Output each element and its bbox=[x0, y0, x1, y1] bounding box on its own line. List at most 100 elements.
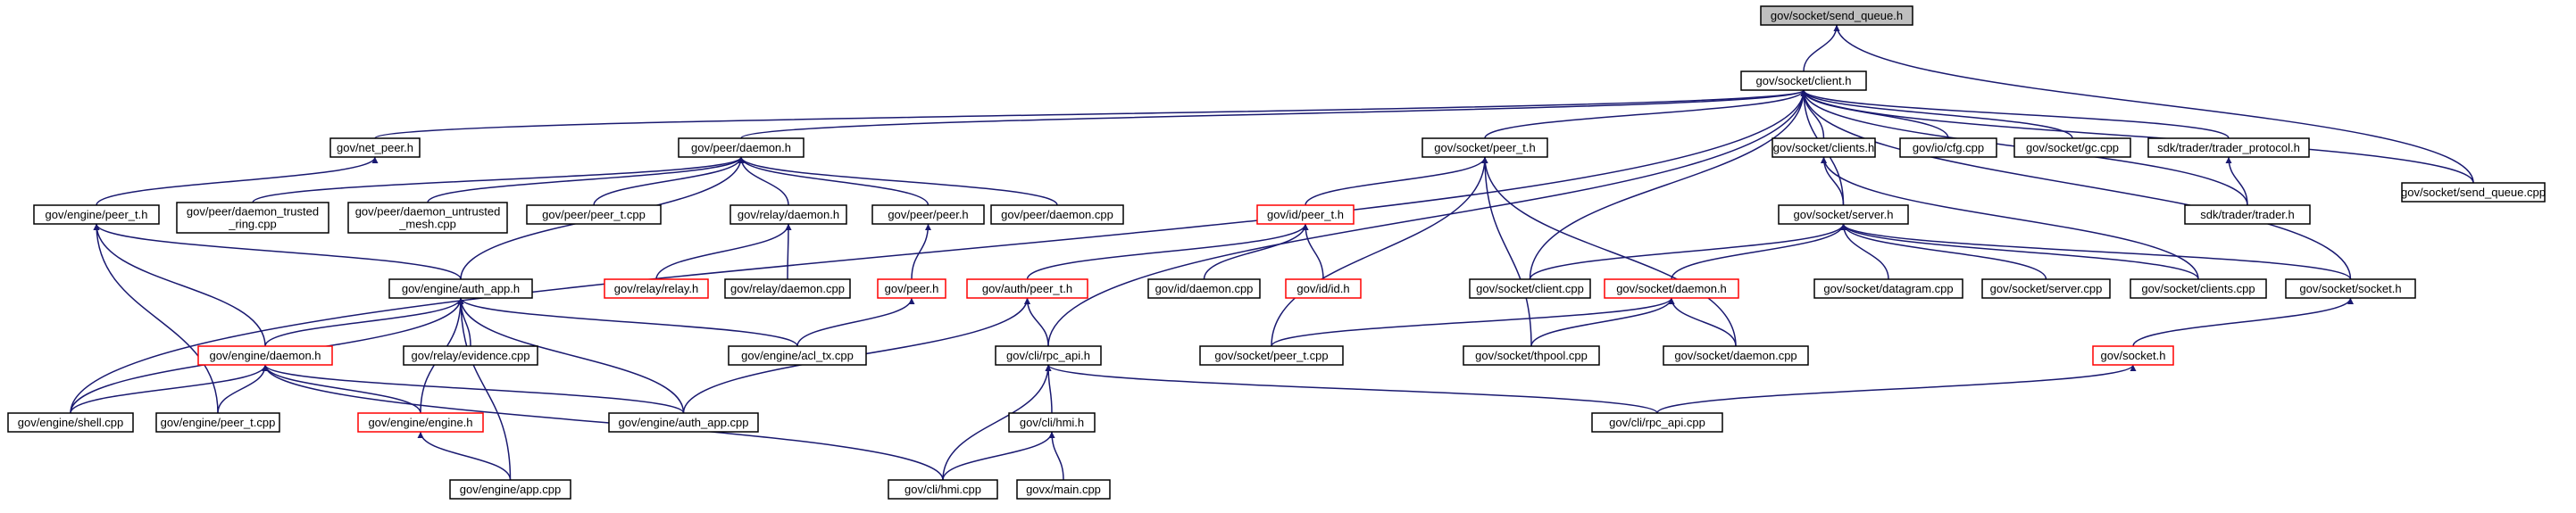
include-edge bbox=[262, 364, 944, 481]
include-edge bbox=[1800, 89, 2352, 280]
file-node[interactable]: gov/id/peer_t.h bbox=[1256, 204, 1355, 225]
file-node[interactable]: sdk/trader/trader_protocol.h bbox=[2147, 137, 2310, 158]
file-node[interactable]: govx/main.cpp bbox=[1016, 479, 1111, 500]
file-node[interactable]: gov/auth/peer_t.h bbox=[966, 278, 1088, 299]
file-node[interactable]: gov/socket/server.h bbox=[1778, 204, 1909, 225]
file-node[interactable]: gov/engine/shell.cpp bbox=[7, 412, 134, 433]
file-node[interactable]: gov/socket/clients.h bbox=[1772, 137, 1876, 158]
include-edge bbox=[1800, 89, 2073, 139]
file-node[interactable]: gov/engine/acl_tx.cpp bbox=[728, 345, 867, 366]
file-node[interactable]: gov/peer/daemon_untrusted_mesh.cpp bbox=[347, 202, 508, 234]
node-box bbox=[2285, 278, 2416, 299]
include-edge bbox=[796, 297, 915, 347]
include-edge bbox=[738, 156, 930, 206]
file-node[interactable]: gov/socket/socket.h bbox=[2285, 278, 2416, 299]
file-node[interactable]: gov/engine/peer_t.cpp bbox=[155, 412, 280, 433]
file-node[interactable]: gov/id/id.h bbox=[1285, 278, 1362, 299]
node-box bbox=[995, 345, 1102, 366]
node-box bbox=[1285, 278, 1362, 299]
file-node[interactable]: gov/engine/engine.h bbox=[357, 412, 484, 433]
include-edge bbox=[911, 223, 931, 280]
file-node[interactable]: gov/io/cfg.cpp bbox=[1899, 137, 1997, 158]
node-label: gov/relay/daemon.cpp bbox=[730, 282, 845, 295]
include-edge bbox=[1671, 223, 1847, 280]
edges-layer bbox=[70, 24, 2474, 481]
node-label: gov/engine/auth_app.h bbox=[402, 282, 520, 295]
file-node[interactable]: gov/engine/auth_app.h bbox=[388, 278, 533, 299]
node-box bbox=[990, 204, 1124, 225]
node-label: _mesh.cpp bbox=[398, 218, 456, 231]
file-node[interactable]: gov/relay/daemon.cpp bbox=[724, 278, 851, 299]
file-node[interactable]: gov/peer/daemon.h bbox=[678, 137, 804, 158]
file-node[interactable]: gov/net_peer.h bbox=[329, 137, 421, 158]
include-edge bbox=[1271, 156, 1488, 347]
file-node[interactable]: gov/socket/client.h bbox=[1740, 70, 1867, 91]
file-node[interactable]: gov/socket/server.cpp bbox=[1981, 278, 2111, 299]
node-label: gov/socket/thpool.cpp bbox=[1475, 349, 1588, 362]
file-node[interactable]: gov/socket/send_queue.cpp bbox=[2401, 182, 2546, 203]
include-edge bbox=[1840, 223, 2199, 280]
file-node[interactable]: gov/socket/peer_t.h bbox=[1421, 137, 1548, 158]
node-box bbox=[1463, 345, 1600, 366]
include-edge bbox=[740, 89, 1807, 139]
node-label: gov/relay/daemon.h bbox=[738, 208, 839, 221]
include-edge bbox=[942, 364, 1052, 481]
include-edge bbox=[1800, 89, 1949, 139]
include-edge bbox=[427, 156, 745, 203]
include-edge bbox=[1045, 364, 1658, 414]
file-node[interactable]: gov/cli/rpc_api.cpp bbox=[1591, 412, 1723, 433]
include-edge bbox=[1530, 297, 1675, 347]
file-node[interactable]: gov/socket/daemon.cpp bbox=[1663, 345, 1809, 366]
node-box bbox=[1899, 137, 1997, 158]
node-box bbox=[197, 345, 333, 366]
node-box bbox=[2130, 278, 2267, 299]
file-node[interactable]: gov/relay/daemon.h bbox=[729, 204, 847, 225]
node-box bbox=[604, 278, 709, 299]
file-node[interactable]: gov/engine/app.cpp bbox=[449, 479, 571, 500]
include-edge bbox=[2132, 297, 2354, 347]
node-label: gov/relay/evidence.cpp bbox=[412, 349, 530, 362]
node-label: gov/id/peer_t.h bbox=[1267, 208, 1344, 221]
file-node[interactable]: gov/engine/auth_app.cpp bbox=[608, 412, 759, 433]
file-node[interactable]: gov/cli/hmi.cpp bbox=[888, 479, 998, 500]
file-node[interactable]: gov/cli/rpc_api.h bbox=[995, 345, 1102, 366]
file-node[interactable]: gov/socket/gc.cpp bbox=[2013, 137, 2131, 158]
file-node[interactable]: gov/peer.h bbox=[877, 278, 946, 299]
file-node[interactable]: gov/socket/client.cpp bbox=[1469, 278, 1591, 299]
file-node[interactable]: gov/peer/daemon.cpp bbox=[990, 204, 1124, 225]
include-edge bbox=[738, 156, 1058, 206]
file-node[interactable]: gov/relay/relay.h bbox=[604, 278, 709, 299]
file-node[interactable]: gov/peer/peer_t.cpp bbox=[526, 204, 662, 225]
node-box bbox=[388, 278, 533, 299]
node-label: gov/socket/send_queue.h bbox=[1771, 9, 1903, 22]
file-node[interactable]: gov/id/daemon.cpp bbox=[1147, 278, 1261, 299]
file-node[interactable]: gov/engine/peer_t.h bbox=[33, 204, 160, 225]
file-node[interactable]: gov/socket/clients.cpp bbox=[2130, 278, 2267, 299]
node-label: gov/io/cfg.cpp bbox=[1913, 141, 1984, 154]
node-box bbox=[729, 204, 847, 225]
file-node[interactable]: gov/socket/thpool.cpp bbox=[1463, 345, 1600, 366]
node-box bbox=[877, 278, 946, 299]
node-box bbox=[1813, 278, 1963, 299]
node-box bbox=[1008, 412, 1096, 433]
file-node[interactable]: gov/cli/hmi.h bbox=[1008, 412, 1096, 433]
node-box bbox=[33, 204, 160, 225]
file-node[interactable]: gov/peer/daemon_trusted_ring.cpp bbox=[176, 202, 329, 234]
file-node[interactable]: gov/socket/peer_t.cpp bbox=[1199, 345, 1344, 366]
file-node[interactable]: gov/socket/daemon.h bbox=[1604, 278, 1739, 299]
file-node[interactable]: gov/engine/daemon.h bbox=[197, 345, 333, 366]
node-label: gov/peer/daemon.h bbox=[691, 141, 791, 154]
file-node[interactable]: gov/socket.h bbox=[2092, 345, 2174, 366]
node-box bbox=[888, 479, 998, 500]
include-edge bbox=[93, 223, 219, 414]
file-node[interactable]: gov/relay/evidence.cpp bbox=[403, 345, 538, 366]
include-edge bbox=[374, 89, 1807, 139]
file-node[interactable]: sdk/trader/trader.h bbox=[2184, 204, 2311, 225]
include-edge bbox=[457, 297, 798, 347]
node-label: gov/peer/daemon_trusted bbox=[187, 205, 319, 219]
include-edge bbox=[252, 156, 745, 203]
node-box bbox=[966, 278, 1088, 299]
file-node[interactable]: gov/socket/datagram.cpp bbox=[1813, 278, 1963, 299]
node-box bbox=[678, 137, 804, 158]
file-node[interactable]: gov/peer/peer.h bbox=[871, 204, 985, 225]
